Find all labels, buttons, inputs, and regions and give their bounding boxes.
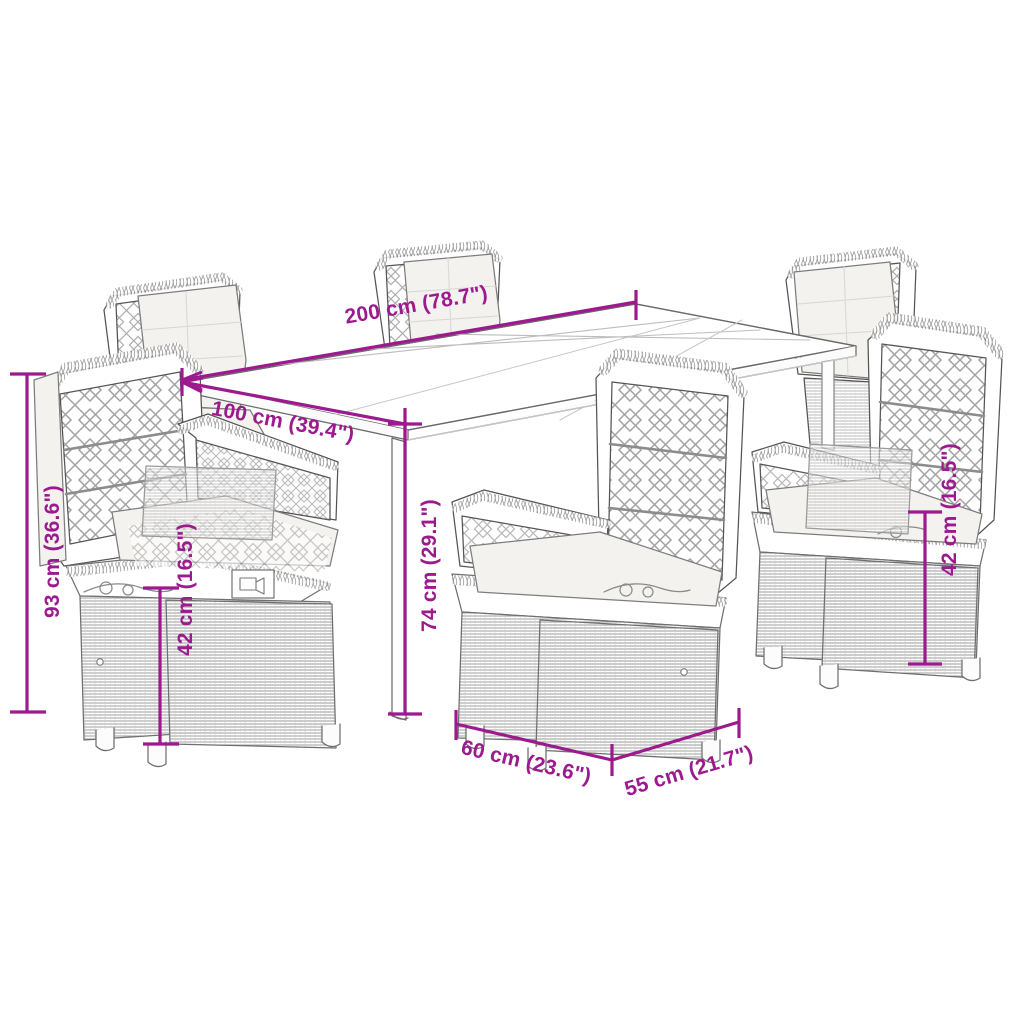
dimension-line-seat-height-right [908,510,942,666]
dimension-line-chair-height [10,372,46,714]
dimension-annotations [10,290,942,776]
dimension-line-table-height [388,422,422,716]
chair-back-right-body [805,443,913,535]
dimension-line-chair-width [611,708,741,762]
dimension-line-seat-height-left [143,586,179,746]
chair-front-center [451,348,748,772]
chair-back-left-body [141,465,277,541]
